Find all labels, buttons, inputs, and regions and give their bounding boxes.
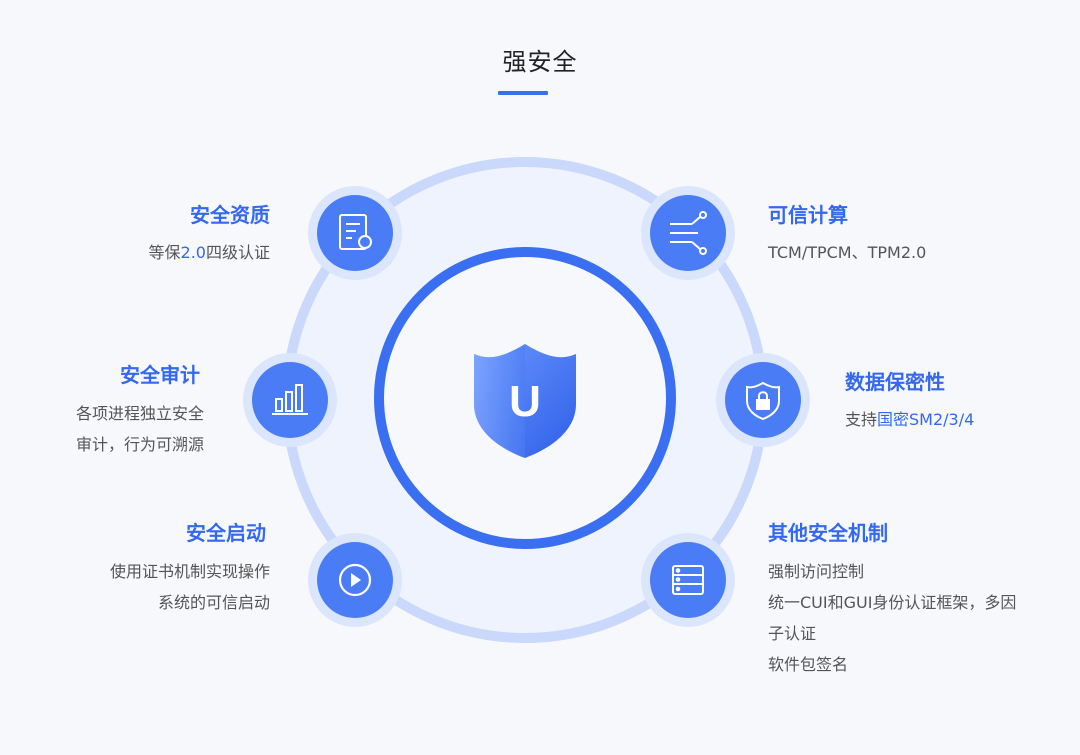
bar-chart-icon [272,384,308,415]
server-list-icon [672,565,704,595]
feature-title-other: 其他安全机制 [768,521,888,545]
feature-desc-trusted: TCM/TPCM、TPM2.0 [768,243,927,262]
node-cert [308,186,402,280]
feature-desc-boot: 使用证书机制实现操作 系统的可信启动 [109,562,270,612]
shield-lock-icon [746,381,780,421]
node-privacy [716,353,810,447]
node-other [641,533,735,627]
feature-title-trusted: 可信计算 [768,203,848,227]
feature-title-cert: 安全资质 [190,203,270,227]
feature-desc-privacy: 支持国密SM2/3/4 [845,410,975,429]
center-shield-icon: U [474,344,576,458]
feature-title-boot: 安全启动 [186,521,266,545]
feature-title-audit: 安全审计 [120,363,200,387]
node-boot [308,533,402,627]
feature-desc-cert: 等保2.0四级认证 [148,243,270,262]
node-trusted [641,186,735,280]
play-icon [338,563,372,597]
title-underline [498,91,548,95]
certificate-icon [339,214,372,250]
feature-title-privacy: 数据保密性 [845,370,945,394]
feature-desc-audit: 各项进程独立安全 审计，行为可溯源 [75,404,204,454]
shield-letter: U [509,377,541,426]
page-title: 强安全 [502,48,578,76]
circuit-icon [670,211,707,255]
feature-desc-other: 强制访问控制 统一CUI和GUI身份认证框架，多因 子认证 软件包签名 [768,562,1017,674]
node-audit [243,353,337,447]
